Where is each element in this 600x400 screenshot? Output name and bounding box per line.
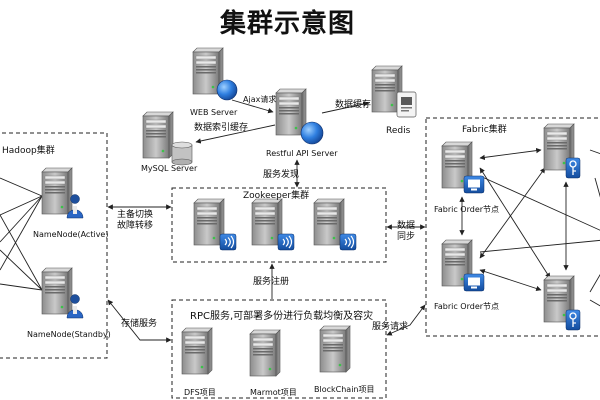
namenode-active-label: NameNode(Active) — [33, 230, 109, 239]
document-icon — [396, 91, 417, 118]
fabric-cluster-label: Fabric集群 — [462, 125, 507, 135]
rpc-service-box — [171, 299, 387, 399]
diagram-title: 集群示意图 — [220, 9, 356, 39]
web-server-node — [192, 47, 238, 101]
monitor-icon — [463, 273, 485, 292]
fabric-peer-node-2 — [543, 275, 581, 331]
fabric-mesh-links — [459, 147, 600, 307]
service-discovery-edge-label: 服务发现 — [263, 170, 300, 180]
redis-node — [371, 65, 417, 118]
fabric-order-node-2 — [441, 239, 485, 292]
hadoop-cluster-label: Hadoop集群 — [2, 146, 55, 156]
zookeeper-server-2 — [251, 198, 295, 251]
index-cache-edge-label: 数据索引缓存 — [194, 123, 249, 133]
signal-waves-icon — [219, 233, 237, 251]
zookeeper-server-1 — [193, 198, 237, 251]
key-icon — [565, 309, 581, 331]
storage-service-edge-label: 存储服务 — [121, 319, 158, 329]
globe-icon — [300, 121, 324, 145]
restful-server-label: Restful API Server — [266, 149, 338, 158]
user-icon — [66, 294, 84, 319]
database-cylinder-icon — [171, 141, 193, 166]
fabric-peer-node-1 — [543, 123, 581, 179]
web-server-label: WEB Server — [190, 108, 238, 117]
monitor-icon — [463, 175, 485, 194]
service-request-edge-label: 服务请求 — [372, 322, 409, 332]
service-register-edge-label: 服务注册 — [253, 277, 290, 287]
sync-edge-label-2: 同步 — [397, 232, 416, 242]
sync-edge-label-1: 数据 — [397, 221, 416, 231]
edge-service-request — [386, 304, 426, 336]
namenode-standby-node — [41, 267, 84, 319]
zookeeper-cluster-box — [171, 187, 387, 263]
user-icon — [66, 194, 84, 219]
marmot-project-label: Marmot项目 — [250, 388, 297, 397]
namenode-standby-label: NameNode(Standby) — [27, 330, 111, 339]
globe-icon — [216, 79, 238, 101]
edge-ajax — [231, 99, 274, 114]
fabric-order-label-2: Fabric Order节点 — [434, 302, 500, 311]
data-cache-edge-label: 数据缓存 — [335, 100, 372, 110]
key-icon — [565, 157, 581, 179]
marmot-project-node — [249, 329, 281, 377]
dfs-project-label: DFS项目 — [184, 388, 216, 397]
hadoop-internal-links — [0, 177, 43, 291]
signal-waves-icon — [339, 233, 357, 251]
fabric-order-label-1: Fabric Order节点 — [434, 205, 500, 214]
failover-edge-label-2: 故障转移 — [117, 221, 154, 231]
mysql-server-label: MySQL Server — [141, 164, 198, 173]
signal-waves-icon — [277, 233, 295, 251]
dfs-project-node — [181, 327, 213, 375]
blockchain-project-node — [319, 325, 351, 373]
hadoop-cluster-box — [0, 132, 108, 359]
mysql-server-node — [142, 111, 193, 166]
redis-label: Redis — [386, 126, 411, 136]
edge-index-cache — [195, 124, 276, 144]
edge-data-cache — [321, 101, 369, 114]
zookeeper-server-3 — [313, 198, 357, 251]
restful-server-node — [275, 88, 324, 145]
namenode-active-node — [41, 167, 84, 219]
fabric-cluster-box — [425, 117, 600, 337]
zookeeper-cluster-label: Zookeeper集群 — [243, 191, 310, 201]
failover-edge-label-1: 主备切换 — [117, 210, 154, 220]
blockchain-project-label: BlockChain项目 — [314, 385, 375, 394]
fabric-order-node-1 — [441, 141, 485, 194]
rpc-service-label: RPC服务,可部署多份进行负载均衡及容灾 — [190, 311, 374, 322]
edge-storage-service — [107, 299, 172, 343]
ajax-edge-label: Ajax请求 — [243, 95, 277, 104]
